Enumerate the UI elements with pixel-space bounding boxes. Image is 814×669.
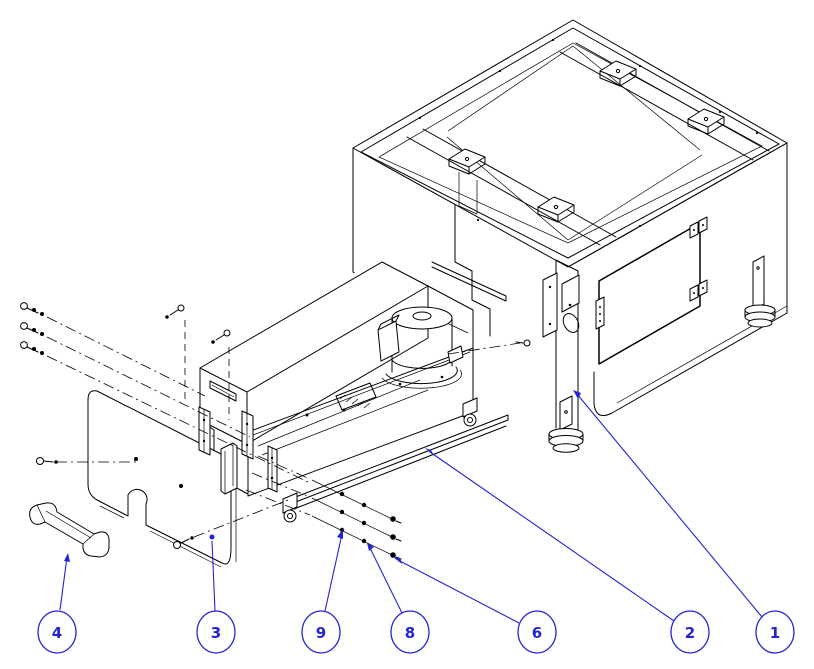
tank-front-rail [292,414,509,510]
callout-9: 9 [301,529,343,654]
balloon-8 [390,610,430,654]
balloon-1 [755,610,795,654]
centerlines [46,316,521,538]
machine-screw [523,339,531,347]
panel-screws-upper-left [20,302,44,355]
fasteners-drawing [20,302,531,560]
balloon-3 [196,610,236,654]
balloon-4 [37,610,77,654]
callout-3: 3 [196,534,236,654]
balloon-9 [301,610,341,654]
callout-6: 6 [393,557,557,654]
drawer-assembly-drawing [195,256,509,523]
casters [282,397,478,523]
callout-8: 8 [367,543,430,654]
side-door [598,216,708,365]
balloon-3-label: 3 [211,624,221,642]
rim-screw-dots [418,38,759,228]
callouts: 4 3 9 8 6 2 1 [37,390,795,654]
balloon-2 [670,610,710,654]
floor-bracket [305,382,377,417]
top-cross-beams [406,42,770,246]
front-panel-drawing [87,390,237,568]
front-corner-fittings [542,272,605,338]
right-leveling-foot [744,255,776,328]
coolant-pump [377,306,464,389]
handle-drawing [29,502,110,558]
hardware-rows [311,479,402,560]
balloon-9-label: 9 [316,624,326,642]
tank-front-wall [199,285,474,497]
balloon-4-label: 4 [52,624,62,642]
callout-1: 1 [573,390,795,654]
callout-2: 2 [425,448,710,654]
bracket-screws [165,304,231,344]
callout-4: 4 [37,553,77,654]
balloon-2-label: 2 [685,624,695,642]
standoff-brackets [198,406,278,495]
balloon-8-label: 8 [405,624,415,642]
mounting-pads [448,60,725,223]
panel-screw-left [36,457,44,465]
balloon-6-label: 6 [532,624,542,642]
balloon-1-label: 1 [770,624,780,642]
front-leveling-foot [548,395,584,453]
slide-rail [431,261,507,302]
balloon-6 [517,610,557,654]
machine-base-drawing [352,19,788,453]
panel-screw-bottom [173,541,181,549]
